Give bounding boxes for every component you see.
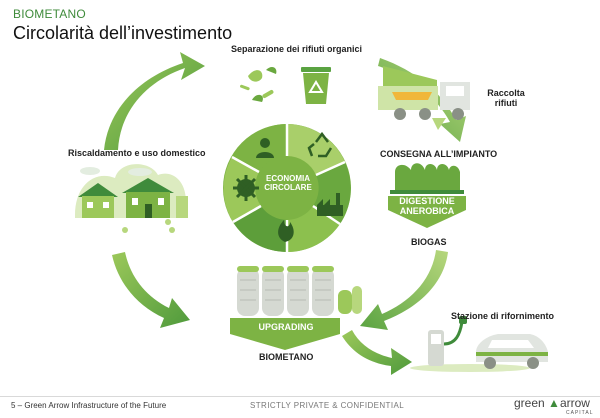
fuel-station-illustration: [410, 316, 530, 372]
label-riscaldamento: Riscaldamento e uso domestico: [68, 148, 206, 158]
label-separazione: Separazione dei rifiuti organici: [231, 44, 363, 54]
person-icon: [256, 138, 274, 158]
flame-icon: [278, 220, 294, 242]
brand-logo: green ▲arrow: [514, 396, 590, 410]
recycle-bin-icon: [301, 67, 331, 104]
brand-subtitle: CAPITAL: [566, 410, 594, 416]
car-illustration: [476, 334, 548, 369]
brand-arrow: arrow: [559, 396, 590, 410]
arrow-bottom-left: [112, 252, 190, 328]
center-line1: ECONOMIA: [266, 174, 310, 183]
label-upgrading: UPGRADING: [258, 322, 314, 332]
label-raccolta-line1: Raccolta: [487, 88, 525, 98]
footer-left: 5 – Green Arrow Infrastructure of the Fu…: [11, 401, 167, 410]
arrow-right-down: [360, 250, 448, 330]
label-digestione-line2: ANEROBICA: [399, 206, 455, 216]
brand-green: green: [514, 396, 545, 410]
center-text: ECONOMIA CIRCOLARE: [258, 174, 318, 192]
arrow-top-left: [104, 52, 205, 150]
footer-confidential: STRICTLY PRIVATE & CONFIDENTIAL: [250, 401, 405, 410]
houses-illustration: [75, 164, 188, 233]
arrow-top-right: [378, 58, 466, 142]
label-consegna: CONSEGNA ALL’IMPIANTO: [380, 149, 498, 159]
arrow-bottom-right: [342, 330, 412, 375]
label-raccolta-line2: rifiuti: [494, 98, 518, 108]
truck-icon: [378, 66, 470, 130]
digester-illustration: [388, 163, 466, 228]
label-stazione: Stazione di rifornimento: [451, 311, 555, 321]
factory-icon: [317, 193, 343, 216]
page-title: Circolarità dell’investimento: [13, 23, 233, 43]
label-digestione-line1: DIGESTIONE: [399, 196, 455, 206]
label-biogas: BIOGAS: [411, 237, 447, 247]
section-kicker: BIOMETANO: [13, 7, 86, 21]
gear-icon: [233, 175, 259, 201]
organic-waste-icon: [240, 67, 277, 102]
footer-divider: [0, 396, 600, 397]
label-raccolta: Raccolta rifiuti: [486, 88, 526, 108]
arrow-leaf-icon: ▲: [548, 396, 560, 410]
label-biometano: BIOMETANO: [259, 352, 314, 362]
center-line2: CIRCOLARE: [264, 183, 312, 192]
upgrading-silos: [230, 266, 362, 350]
recycle-icon: [307, 131, 333, 158]
label-digestione: DIGESTIONE ANEROBICA: [394, 196, 460, 216]
